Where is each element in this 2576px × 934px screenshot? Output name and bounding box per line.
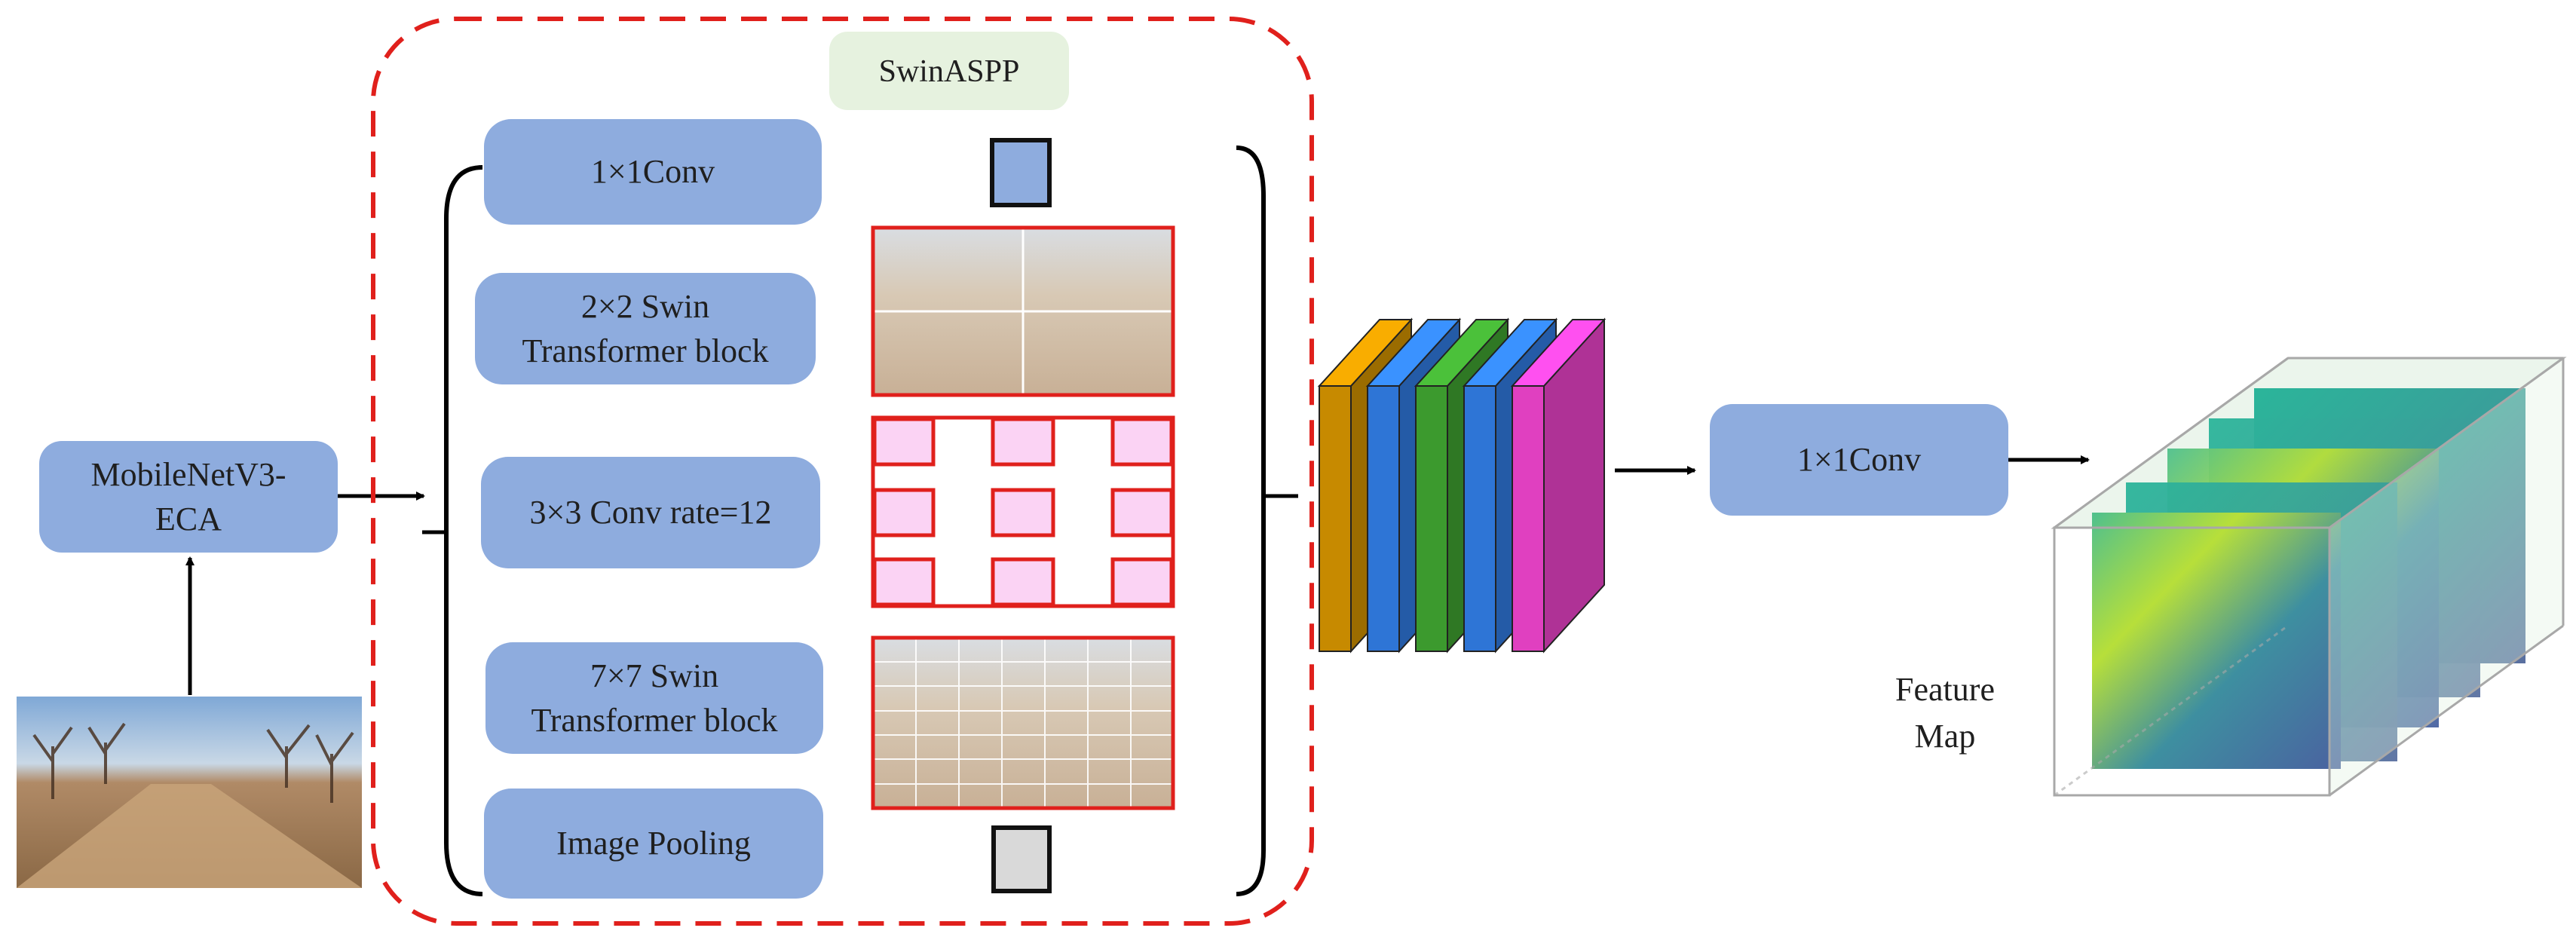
branch-swin-7x7-line1: 7×7 Swin <box>590 657 719 694</box>
branch-swin-2x2: 2×2 Swin Transformer block <box>475 273 816 384</box>
branch-swin-2x2-line1: 2×2 Swin <box>580 287 710 325</box>
concat-layer-front <box>1463 385 1496 652</box>
left-brace <box>444 165 483 896</box>
concat-layer-front <box>1319 385 1352 652</box>
feature-map-cube <box>2051 357 2567 797</box>
backbone-box: MobileNetV3- ECA <box>39 441 338 553</box>
swin-2x2-window-grid <box>871 225 1175 397</box>
swinaspp-title-chip <box>829 32 1069 110</box>
branch-swin-2x2-line2: Transformer block <box>522 332 769 369</box>
concat-layer-front <box>1367 385 1400 652</box>
branch-image-pooling-label: Image Pooling <box>556 825 751 862</box>
branch-atrous-conv-label: 3×3 Conv rate=12 <box>529 494 772 531</box>
concat-feature-stack <box>1317 317 1607 654</box>
branch-conv1x1: 1×1Conv <box>484 119 822 225</box>
backbone-label-line1: MobileNetV3- <box>90 455 286 493</box>
conv1x1-kernel-square <box>990 138 1052 207</box>
right-brace <box>1236 145 1266 896</box>
output-conv-box: 1×1Conv <box>1710 404 2008 516</box>
swinaspp-dashed-border <box>371 17 1314 926</box>
swin-7x7-window-grid <box>871 635 1175 810</box>
feature-map-caption-line2: Map <box>1914 717 1976 755</box>
atrous-conv-grid <box>871 415 1175 608</box>
feature-map-caption-line1: Feature <box>1895 671 1995 708</box>
branch-conv1x1-label: 1×1Conv <box>590 153 715 191</box>
concat-layer-front <box>1512 385 1545 652</box>
branch-atrous-conv: 3×3 Conv rate=12 <box>481 457 820 568</box>
concat-layer-front <box>1415 385 1448 652</box>
branch-swin-7x7-line2: Transformer block <box>531 702 778 739</box>
image-pooling-square <box>991 825 1052 893</box>
output-conv-label: 1×1Conv <box>1796 441 1922 479</box>
feature-map-caption: Feature Map <box>1839 666 2051 759</box>
branch-image-pooling: Image Pooling <box>484 789 823 899</box>
backbone-label-line2: ECA <box>155 501 222 537</box>
concat-layer-5 <box>1510 317 1607 654</box>
swinaspp-title: SwinASPP <box>878 54 1020 89</box>
input-image <box>17 697 362 888</box>
branch-swin-7x7: 7×7 Swin Transformer block <box>485 642 823 754</box>
